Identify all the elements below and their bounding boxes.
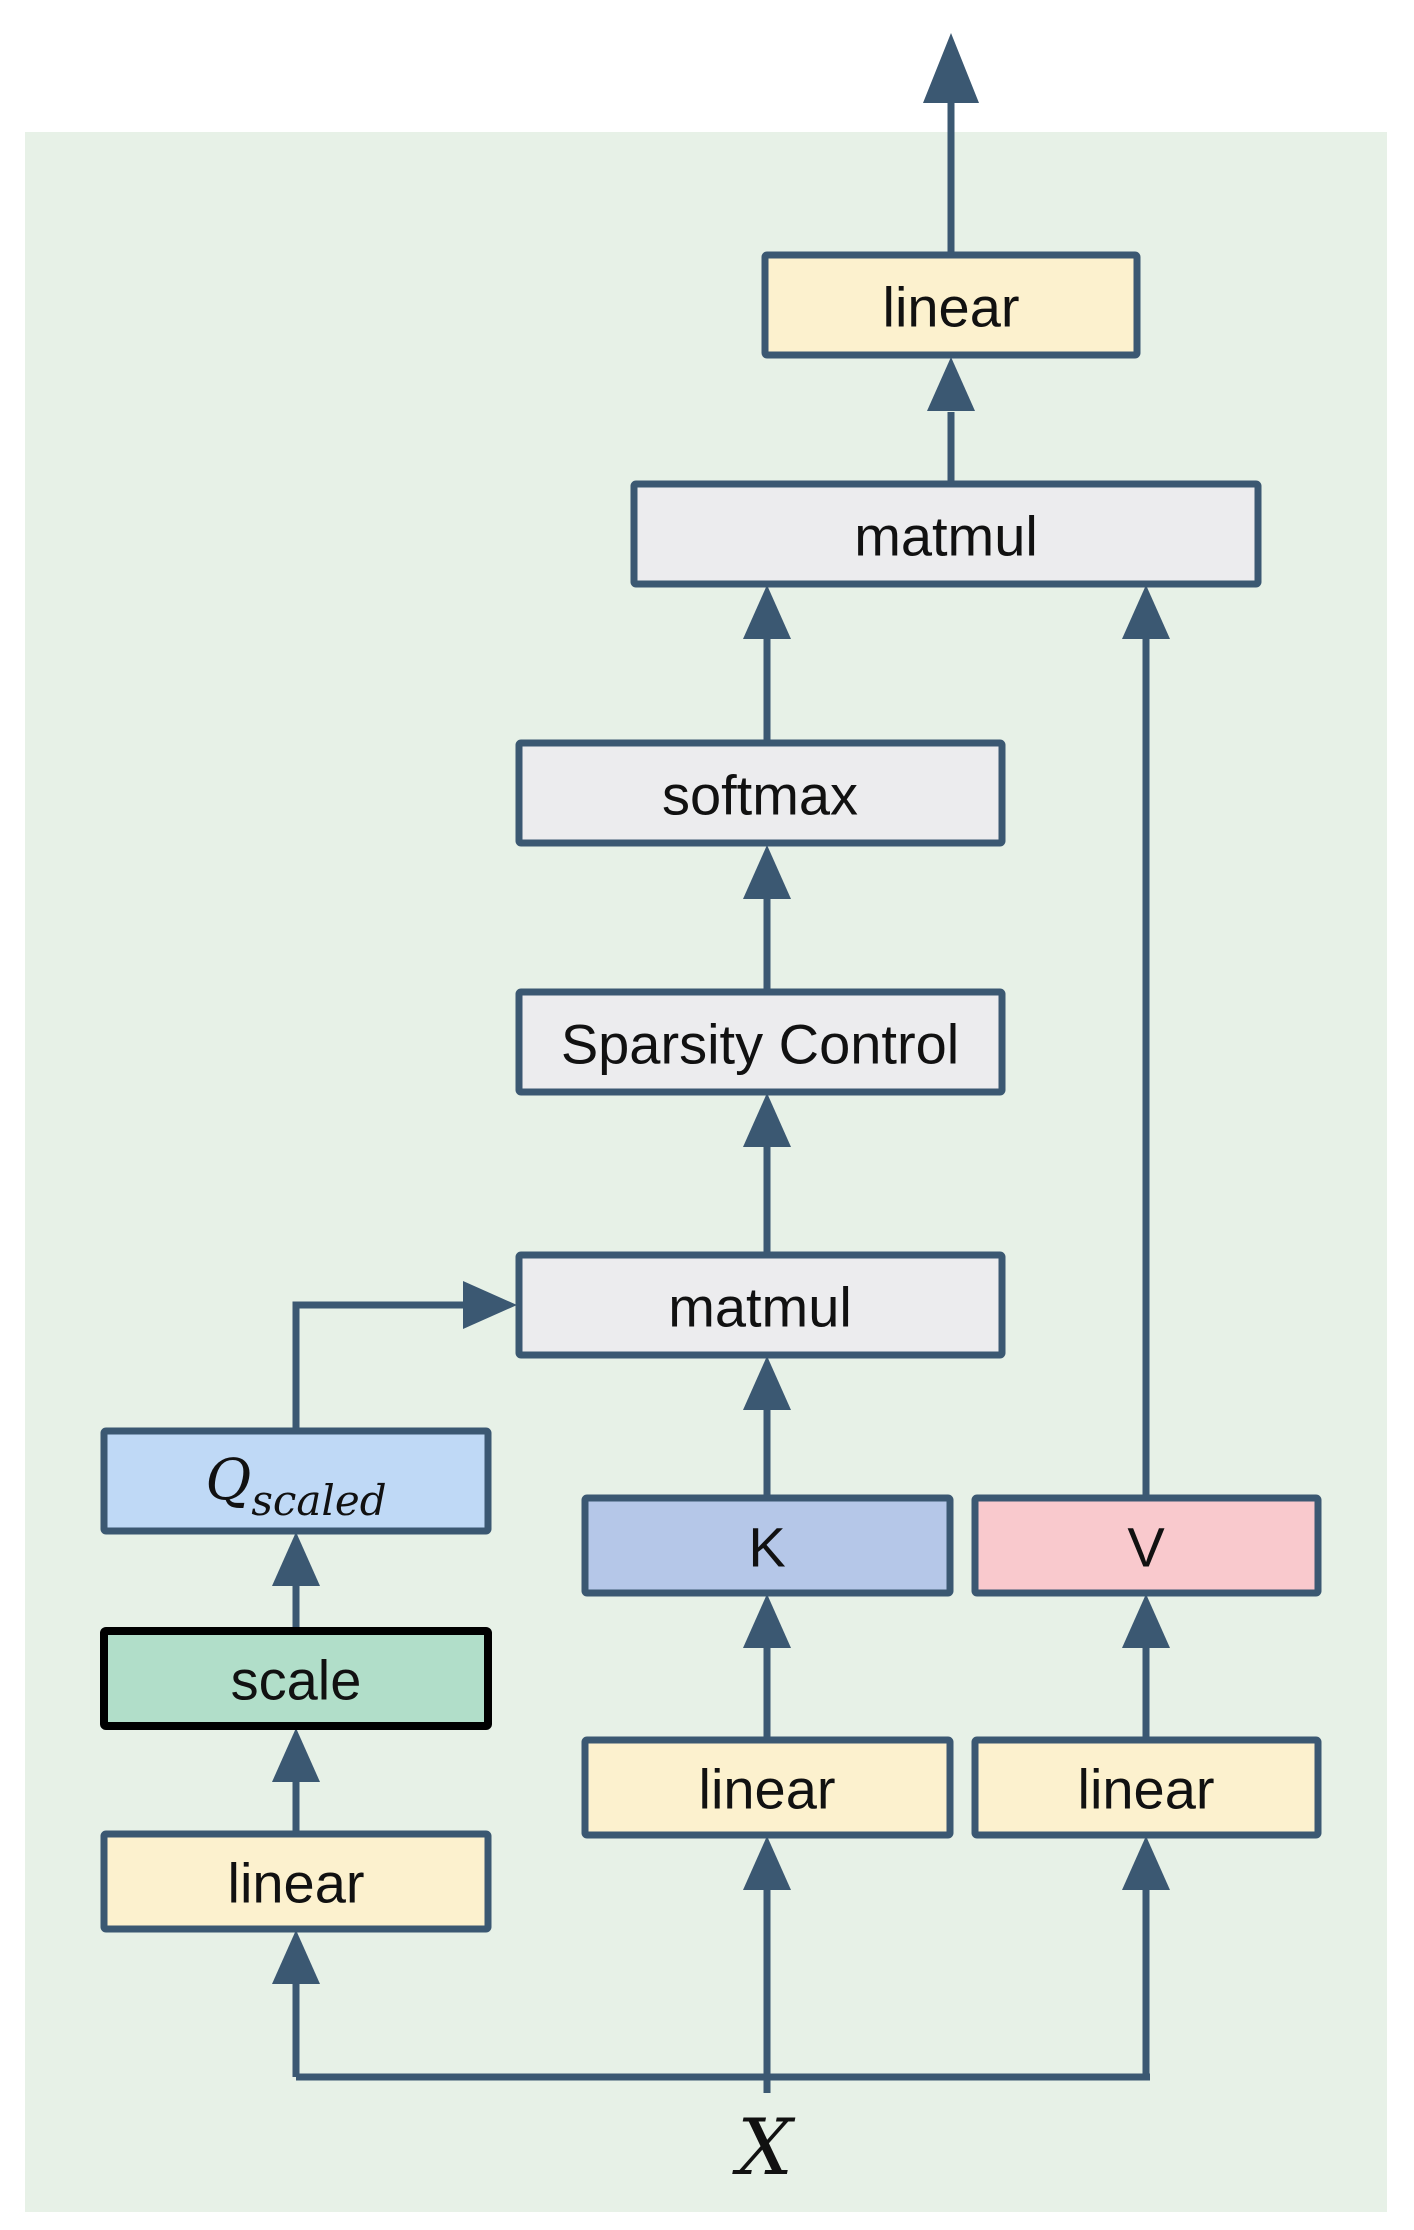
attention-matmul-label: matmul xyxy=(854,505,1038,568)
q-scaled-label: Qscaled xyxy=(205,1448,386,1525)
output-linear-box xyxy=(761,251,1141,359)
k-linear-label: linear xyxy=(699,1758,836,1821)
arrow-input-fanout xyxy=(296,2073,1150,2093)
node-score-matmul: matmul xyxy=(515,1251,1006,1359)
v-linear-box xyxy=(971,1736,1322,1839)
input-x-label: X xyxy=(731,2103,796,2193)
scale-box xyxy=(100,1627,492,1730)
sparsity-control-box xyxy=(515,988,1006,1096)
k-box xyxy=(581,1494,954,1597)
node-sparsity-control: Sparsity Control xyxy=(515,988,1006,1096)
arrow-sparsity-to-softmax xyxy=(743,845,791,992)
v-label: V xyxy=(1127,1516,1165,1579)
sparsity-control-label: Sparsity Control xyxy=(561,1013,959,1076)
q-linear-box xyxy=(100,1830,492,1933)
node-scale: scale xyxy=(100,1627,492,1730)
arrow-input-to-q-linear xyxy=(272,1930,320,2077)
node-softmax: softmax xyxy=(515,739,1006,847)
k-linear-box xyxy=(581,1736,954,1839)
node-attention-matmul: matmul xyxy=(630,480,1262,588)
node-q-linear: linear xyxy=(100,1830,492,1933)
softmax-box xyxy=(515,739,1006,847)
node-k: K xyxy=(581,1494,954,1597)
node-k-linear: linear xyxy=(581,1736,954,1839)
score-matmul-box xyxy=(515,1251,1006,1359)
output-linear-label: linear xyxy=(883,276,1020,339)
arrow-softmax-to-attention-matmul xyxy=(743,585,791,743)
q-scaled-box xyxy=(100,1427,492,1535)
arrow-v-to-attention-matmul xyxy=(1122,585,1170,1498)
arrow-scale-to-q-scaled xyxy=(272,1532,320,1631)
k-label: K xyxy=(748,1516,785,1579)
softmax-label: softmax xyxy=(662,764,858,827)
v-box xyxy=(971,1494,1322,1597)
q-scaled-label-subscript: scaled xyxy=(251,1476,386,1525)
arrow-k-linear-to-k xyxy=(743,1594,791,1740)
arrow-input-to-k-linear xyxy=(743,1836,791,2077)
node-v-linear: linear xyxy=(971,1736,1322,1839)
node-q-scaled: Qscaled xyxy=(100,1427,492,1535)
q-linear-label: linear xyxy=(228,1852,365,1915)
arrow-score-matmul-to-sparsity xyxy=(743,1093,791,1255)
node-v: V xyxy=(971,1494,1322,1597)
arrow-attention-matmul-to-output-linear xyxy=(927,357,975,484)
q-scaled-label-base: Q xyxy=(205,1448,251,1513)
score-matmul-label: matmul xyxy=(668,1276,852,1339)
attention-matmul-box xyxy=(630,480,1262,588)
arrow-output xyxy=(923,33,979,255)
arrow-q-linear-to-scale xyxy=(272,1728,320,1834)
arrow-v-linear-to-v xyxy=(1122,1594,1170,1740)
arrow-q-scaled-to-score-matmul xyxy=(292,1281,517,1431)
arrow-input-to-v-linear xyxy=(1122,1836,1170,2077)
arrow-k-to-score-matmul xyxy=(743,1356,791,1498)
node-output-linear: linear xyxy=(761,251,1141,359)
v-linear-label: linear xyxy=(1078,1758,1215,1821)
scale-label: scale xyxy=(231,1649,362,1712)
